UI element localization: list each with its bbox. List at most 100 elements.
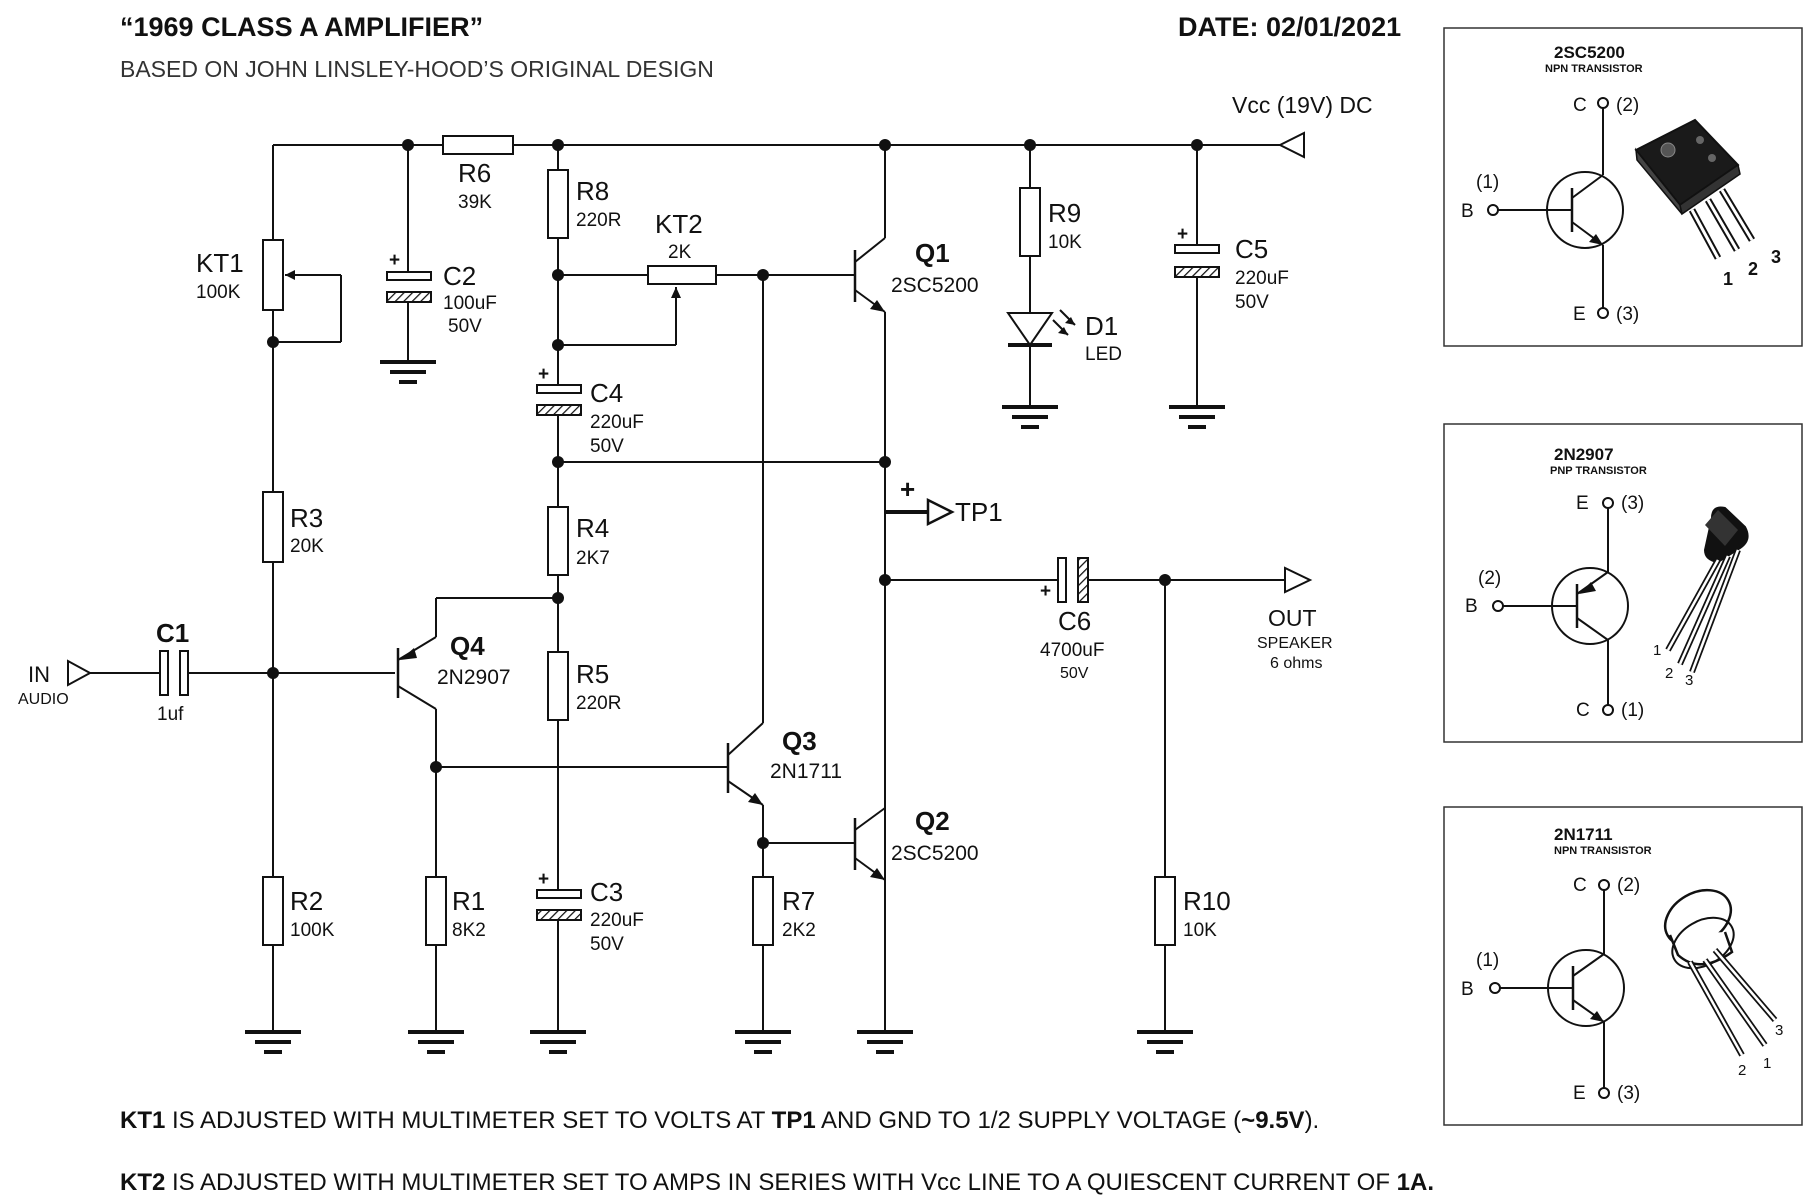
output-label: OUT (1268, 605, 1317, 631)
page-title: “1969 CLASS A AMPLIFIER” (120, 12, 483, 42)
c5-value: 220uF (1235, 268, 1289, 289)
pkg3-bot-pin: E (1573, 1083, 1586, 1104)
c4-value: 220uF (590, 412, 644, 433)
transistor-q1: Q1 2SC5200 (840, 145, 979, 1054)
kt2-trimmer: KT2 2K (558, 209, 840, 346)
resistor-r1: R1 8K2 (406, 876, 486, 1054)
capacitor-c3: + C3 220uF 50V (528, 869, 644, 1054)
pkg1-top-num: (2) (1616, 95, 1639, 116)
note-kt1: KT1 IS ADJUSTED WITH MULTIMETER SET TO V… (120, 1107, 1319, 1134)
d1-ref: D1 (1085, 311, 1118, 341)
r6-value: 39K (458, 192, 492, 213)
note-kt2: KT2 IS ADJUSTED WITH MULTIMETER SET TO A… (120, 1169, 1434, 1196)
r2-ref: R2 (290, 886, 323, 916)
transistor-q3: Q3 2N1711 (712, 722, 842, 877)
r6-ref: R6 (458, 158, 491, 188)
page-subtitle: BASED ON JOHN LINSLEY-HOOD’S ORIGINAL DE… (120, 56, 714, 82)
kt2-value: 2K (668, 242, 692, 263)
pkg2-leg3: 3 (1685, 672, 1693, 689)
tp1-sign: + (900, 474, 915, 504)
resistor-r10: R10 10K (1135, 580, 1231, 1054)
r5-ref: R5 (576, 659, 609, 689)
pkg3-type: NPN TRANSISTOR (1554, 845, 1652, 857)
q4-value: 2N2907 (437, 666, 511, 689)
c5-voltage: 50V (1235, 292, 1269, 313)
resistor-r8: R8 220R (547, 145, 621, 385)
pkg1-leg2: 2 (1748, 259, 1758, 279)
c3-voltage: 50V (590, 934, 624, 955)
pkg3-leg3: 3 (1775, 1022, 1783, 1039)
r4-ref: R4 (576, 513, 609, 543)
r1-ref: R1 (452, 886, 485, 916)
date-label: DATE: 02/01/2021 (1178, 12, 1401, 42)
led-d1: D1 LED (1000, 309, 1122, 429)
c5-plus: + (1177, 224, 1188, 245)
to92-package-icon: 1 2 3 (1653, 506, 1749, 689)
r7-ref: R7 (782, 886, 815, 916)
capacitor-c5: + C5 220uF 50V (1167, 145, 1289, 429)
pkg1-base-num: (1) (1476, 172, 1499, 193)
r1-value: 8K2 (452, 920, 486, 941)
pkg1-bot-pin: E (1573, 304, 1586, 325)
note-kt1-t2: AND GND TO 1/2 SUPPLY VOLTAGE ( (816, 1107, 1241, 1134)
r4-value: 2K7 (576, 548, 610, 569)
output-port: OUT SPEAKER 6 ohms (1257, 566, 1333, 672)
c2-plus: + (389, 250, 400, 271)
pkg2-bot-pin: C (1576, 700, 1590, 721)
resistor-r3: R3 20K (262, 491, 324, 877)
resistor-r7: R7 2K2 (733, 876, 816, 1054)
package-box-2sc5200: 2SC5200 NPN TRANSISTOR C (2) (1) B E (3) (1443, 27, 1803, 347)
pkg1-part: 2SC5200 (1554, 43, 1625, 62)
c5-ref: C5 (1235, 234, 1268, 264)
pkg2-type: PNP TRANSISTOR (1550, 465, 1647, 477)
testpoint-tp1: + TP1 (885, 474, 1003, 527)
c6-plus: + (1040, 581, 1051, 602)
pkg2-top-pin: E (1576, 493, 1589, 514)
r2-value: 100K (290, 920, 335, 941)
capacitor-c2: + C2 100uF 50V (378, 145, 497, 384)
transistor-q2: Q2 2SC5200 (840, 806, 979, 881)
c2-ref: C2 (443, 261, 476, 291)
c6-ref: C6 (1058, 606, 1091, 636)
r10-ref: R10 (1183, 886, 1231, 916)
c1-value: 1uf (157, 704, 184, 725)
tp1-label: TP1 (955, 497, 1003, 527)
q2-ref: Q2 (915, 806, 950, 836)
to264-package-icon: 1 2 3 (1634, 118, 1781, 289)
to39-package-icon: 2 1 3 (1663, 888, 1783, 1079)
q1-ref: Q1 (915, 238, 950, 268)
output-sub2: 6 ohms (1270, 655, 1322, 672)
note-kt1-b2: TP1 (772, 1107, 816, 1134)
note-kt2-b1: KT2 (120, 1169, 165, 1196)
r10-value: 10K (1183, 920, 1217, 941)
r3-ref: R3 (290, 503, 323, 533)
d1-value: LED (1085, 344, 1122, 365)
pkg3-part: 2N1711 (1554, 825, 1613, 844)
resistor-r6: R6 39K (442, 135, 514, 213)
resistor-r5: R5 220R (547, 651, 621, 890)
input-sub: AUDIO (18, 691, 69, 708)
c4-voltage: 50V (590, 436, 624, 457)
pkg2-top-num: (3) (1621, 493, 1644, 514)
supply-rail: Vcc (19V) DC (273, 92, 1373, 159)
pkg2-leg1: 1 (1653, 642, 1661, 659)
c4-ref: C4 (590, 378, 623, 408)
package-box-2n2907: 2N2907 PNP TRANSISTOR E (3) (2) B C (1) … (1443, 423, 1803, 743)
c2-voltage: 50V (448, 316, 482, 337)
kt2-ref: KT2 (655, 209, 703, 239)
package-box-2n1711: 2N1711 NPN TRANSISTOR C (2) (1) B E (3) (1443, 806, 1803, 1126)
q1-value: 2SC5200 (891, 274, 979, 297)
note-kt2-t1: IS ADJUSTED WITH MULTIMETER SET TO AMPS … (165, 1169, 1396, 1196)
pkg1-leg3: 3 (1771, 247, 1781, 267)
r9-ref: R9 (1048, 198, 1081, 228)
pkg3-base-pin: B (1461, 979, 1474, 1000)
capacitor-c4: + C4 220uF 50V (536, 364, 644, 507)
kt1-ref: KT1 (196, 248, 244, 278)
pkg1-type: NPN TRANSISTOR (1545, 63, 1643, 75)
pkg3-top-pin: C (1573, 875, 1587, 896)
r8-value: 220R (576, 210, 621, 231)
junction-dots (267, 139, 1203, 849)
c3-value: 220uF (590, 910, 644, 931)
pkg3-top-num: (2) (1617, 875, 1640, 896)
vcc-label: Vcc (19V) DC (1232, 92, 1373, 118)
